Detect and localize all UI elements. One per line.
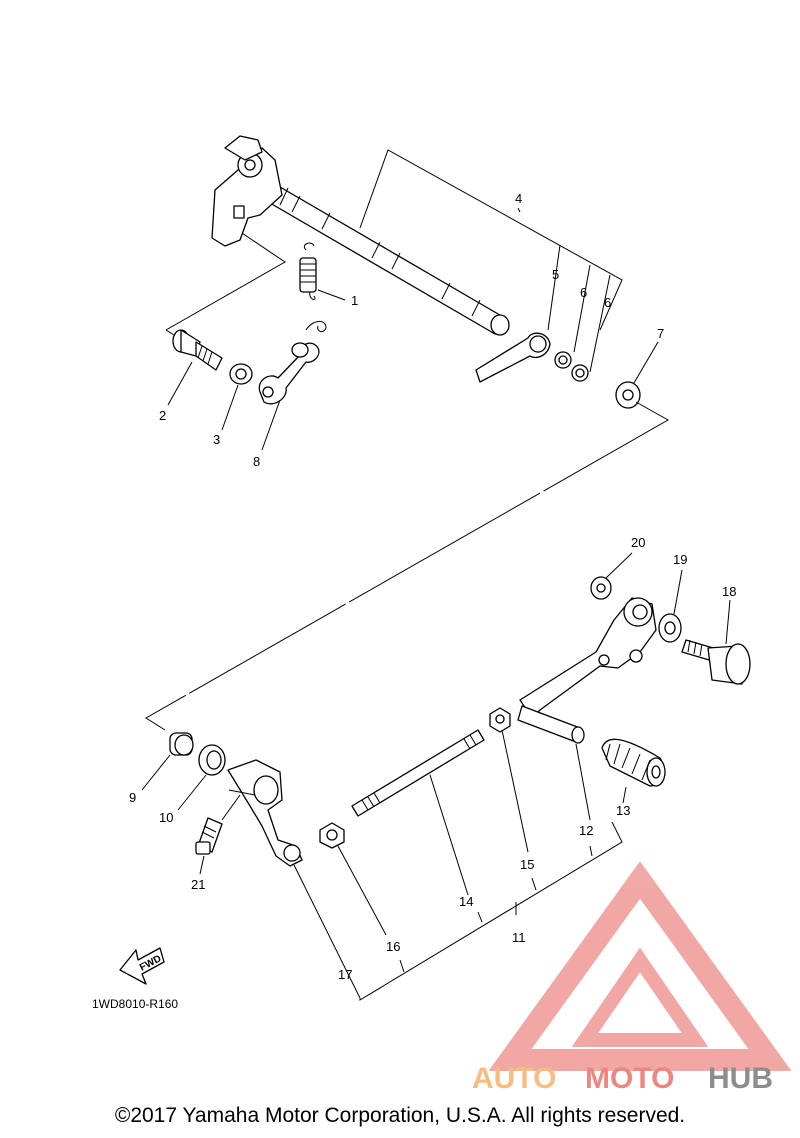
washer-3 [221,363,253,431]
shift-pedal-assembly [141,552,751,1001]
callout-1: 1 [351,293,358,308]
callout-15: 15 [520,857,534,872]
collar-9 [141,732,194,791]
callout-17: 17 [338,967,352,982]
callout-2: 2 [159,408,166,423]
arm-5 [475,332,551,383]
shift-shaft-assembly [165,135,659,451]
footpeg-rubber-13 [601,738,666,804]
callout-20: 20 [631,535,645,550]
bolt-21 [195,817,223,875]
logo-text-moto: MOTO [585,1062,674,1095]
fwd-label: FWD [138,953,163,973]
washer-19 [658,569,683,643]
logo-text-hub: HUB [708,1062,773,1095]
callout-6a: 6 [580,285,587,300]
callout-19: 19 [673,552,687,567]
callout-16: 16 [386,939,400,954]
washer-10 [177,744,226,811]
callout-3: 3 [213,432,220,447]
washer-20 [590,552,633,600]
copyright-notice: ©2017 Yamaha Motor Corporation, U.S.A. A… [114,1104,686,1127]
pivot-bolt-18 [681,599,751,685]
pedal-lever-12 [517,597,657,821]
callout-7: 7 [657,326,664,341]
callout-12: 12 [579,823,593,838]
washer-7 [615,341,659,409]
lever-8 [258,321,327,451]
arm-17 [221,759,303,867]
callout-6b: 6 [604,295,611,310]
diagram-code: 1WD8010-R160 [92,997,178,1011]
bolt-2 [167,329,223,406]
callout-10: 10 [159,810,173,825]
callout-14: 14 [459,894,473,909]
circlip-6a [554,351,572,369]
fwd-arrow-icon: FWD [119,947,165,985]
callout-labels: 1 2 3 4 5 6 6 7 8 9 10 11 12 13 14 15 16… [129,191,736,982]
callout-8: 8 [253,454,260,469]
nut-16 [319,822,387,936]
rod-14 [351,729,485,896]
nut-15 [489,707,529,853]
callout-13: 13 [616,803,630,818]
logo-text-auto: AUTO [472,1062,556,1095]
circlip-6b [571,364,589,382]
spring-1 [299,242,346,301]
callout-4: 4 [515,191,522,206]
automotohub-logo: AUTO MOTO HUB [472,861,792,1095]
callout-5: 5 [552,267,559,282]
callout-21: 21 [191,877,205,892]
shift-shaft [211,135,510,336]
callout-9: 9 [129,790,136,805]
alignment-line [145,401,670,731]
callout-11: 11 [512,930,526,945]
callout-18: 18 [722,584,736,599]
